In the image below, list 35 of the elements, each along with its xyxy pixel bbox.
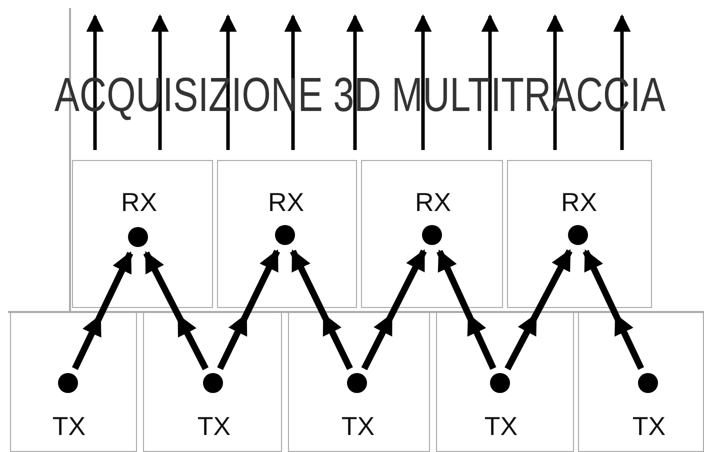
arrow bbox=[217, 250, 280, 370]
station-label: TX bbox=[341, 413, 375, 439]
dot-marker bbox=[58, 373, 78, 393]
arrow bbox=[143, 251, 209, 370]
cell-box bbox=[507, 160, 652, 308]
dot-marker bbox=[128, 227, 148, 247]
cell-box bbox=[436, 312, 574, 452]
cell-box bbox=[217, 160, 357, 308]
station-label: RX bbox=[560, 189, 598, 215]
cell-box bbox=[72, 160, 213, 308]
cell-box bbox=[143, 312, 282, 452]
arrow bbox=[436, 250, 496, 370]
cell-box bbox=[10, 312, 137, 452]
station-label: TX bbox=[484, 413, 518, 439]
arrow bbox=[290, 250, 353, 370]
cell-box bbox=[288, 312, 430, 452]
dot-marker bbox=[203, 373, 223, 393]
arrow bbox=[582, 250, 644, 370]
station-label: TX bbox=[52, 413, 86, 439]
arrow bbox=[72, 252, 134, 370]
cell-box bbox=[361, 160, 503, 308]
dot-marker bbox=[638, 373, 658, 393]
arrow bbox=[361, 249, 427, 370]
station-label: TX bbox=[197, 413, 231, 439]
cell-box bbox=[578, 312, 704, 452]
arrow bbox=[504, 249, 572, 370]
dot-marker bbox=[275, 225, 295, 245]
station-label: RX bbox=[268, 189, 304, 215]
dot-marker bbox=[568, 225, 588, 245]
station-label: TX bbox=[632, 413, 666, 439]
dot-marker bbox=[347, 373, 367, 393]
dot-marker bbox=[422, 225, 442, 245]
dot-marker bbox=[490, 373, 510, 393]
station-label: RX bbox=[120, 189, 158, 215]
station-label: RX bbox=[414, 189, 452, 215]
